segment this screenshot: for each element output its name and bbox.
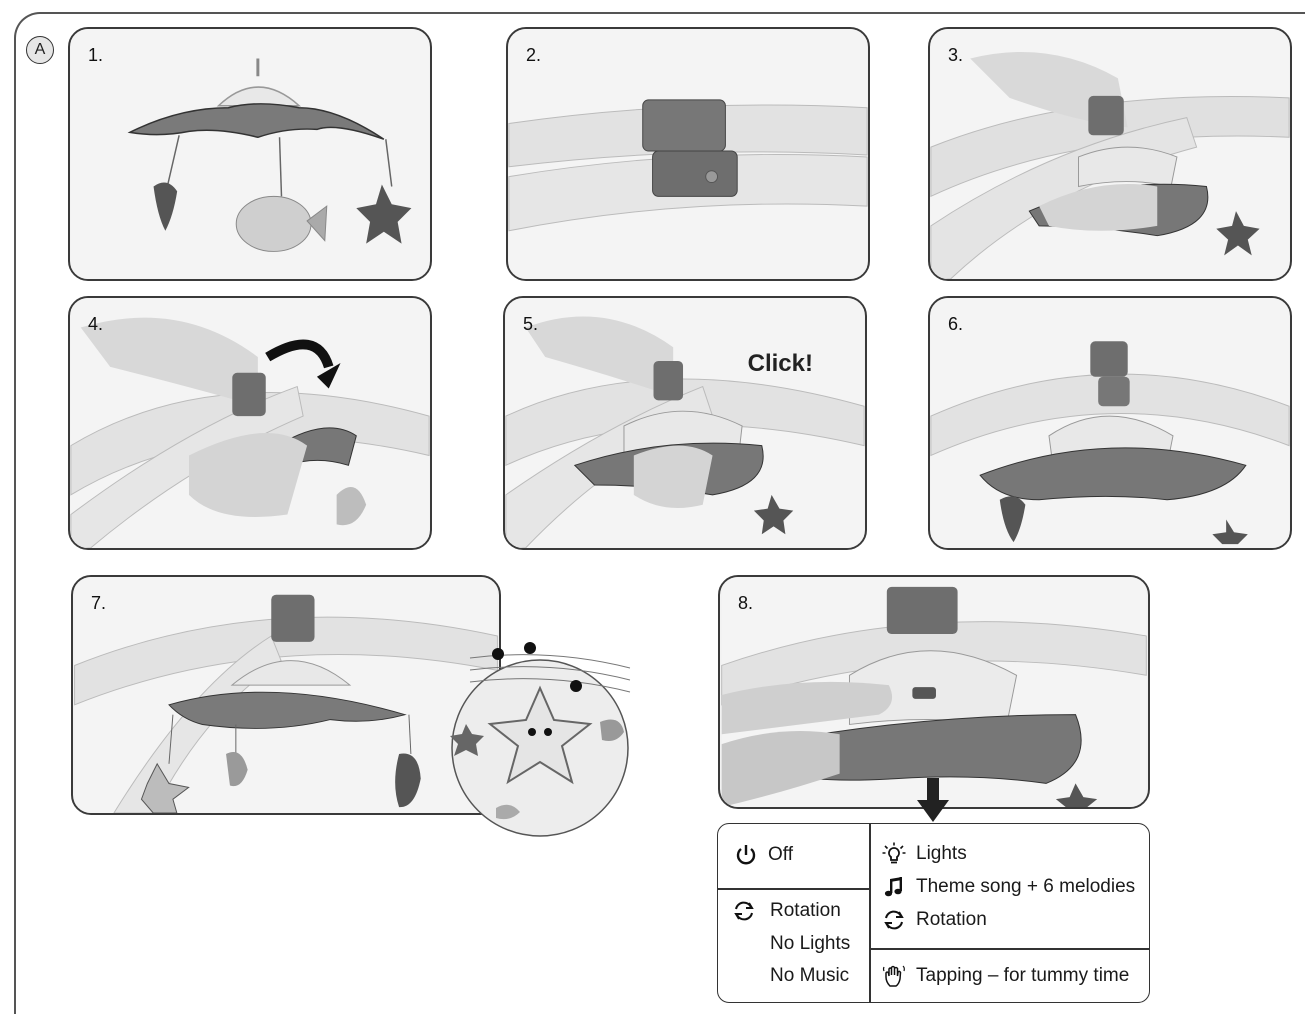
legend-divider: [869, 824, 871, 1002]
mobile-attached-illustration: [930, 298, 1290, 548]
legend-label: Lights: [916, 843, 967, 865]
step-5-panel: 5. Click!: [503, 296, 867, 550]
step-8-panel: 8.: [718, 575, 1150, 809]
clip-click-illustration: [505, 298, 865, 548]
legend-row-rotation: Rotation: [882, 908, 987, 932]
legend-row-off: Off: [734, 843, 793, 867]
legend-label: Theme song + 6 melodies: [916, 876, 1135, 898]
rotate-clip-illustration: [70, 298, 430, 548]
step-1-panel: 1.: [68, 27, 432, 281]
lightbulb-icon: [882, 842, 906, 866]
step-number: 5.: [523, 314, 538, 335]
press-button-illustration: [720, 577, 1148, 807]
step-6-panel: 6.: [928, 296, 1292, 550]
attach-mobile-hands-illustration: [930, 29, 1290, 279]
mode-legend-table: Off Rotation No Lights No Music Lights: [717, 823, 1150, 1003]
click-callout: Click!: [748, 350, 813, 378]
star-projector-inset-illustration: [440, 628, 640, 838]
step-2-panel: 2.: [506, 27, 870, 281]
legend-divider: [869, 948, 1150, 950]
legend-note-no-lights: No Lights: [770, 933, 850, 955]
legend-note-no-music: No Music: [770, 965, 849, 987]
step-number: 4.: [88, 314, 103, 335]
step-3-panel: 3.: [928, 27, 1292, 281]
music-note-icon: [882, 875, 906, 899]
step-number: 6.: [948, 314, 963, 335]
step-4-panel: 4.: [68, 296, 432, 550]
section-badge: A: [26, 36, 54, 64]
rotation-icon: [882, 908, 906, 932]
step-number: 3.: [948, 45, 963, 66]
clip-on-arch-illustration: [508, 29, 868, 279]
mobile-rotating-illustration: [73, 577, 499, 813]
step-number: 8.: [738, 593, 753, 614]
legend-row-lights: Lights: [882, 842, 967, 866]
legend-row-tapping: Tapping – for tummy time: [882, 964, 1129, 988]
hand-tap-icon: [882, 964, 906, 988]
arrow-down-icon: [917, 778, 949, 822]
step-number: 1.: [88, 45, 103, 66]
step-number: 7.: [91, 593, 106, 614]
rotation-icon: [732, 899, 756, 923]
legend-divider: [718, 888, 870, 890]
step-number: 2.: [526, 45, 541, 66]
legend-label: Rotation: [916, 909, 987, 931]
legend-row-rotation-only: Rotation: [732, 899, 841, 923]
legend-label: Rotation: [770, 900, 841, 922]
step-7-panel: 7.: [71, 575, 501, 815]
power-icon: [734, 843, 758, 867]
legend-label: Tapping – for tummy time: [916, 965, 1129, 987]
legend-row-music: Theme song + 6 melodies: [882, 875, 1135, 899]
mobile-assembled-illustration: [70, 29, 430, 279]
legend-label: Off: [768, 844, 793, 866]
